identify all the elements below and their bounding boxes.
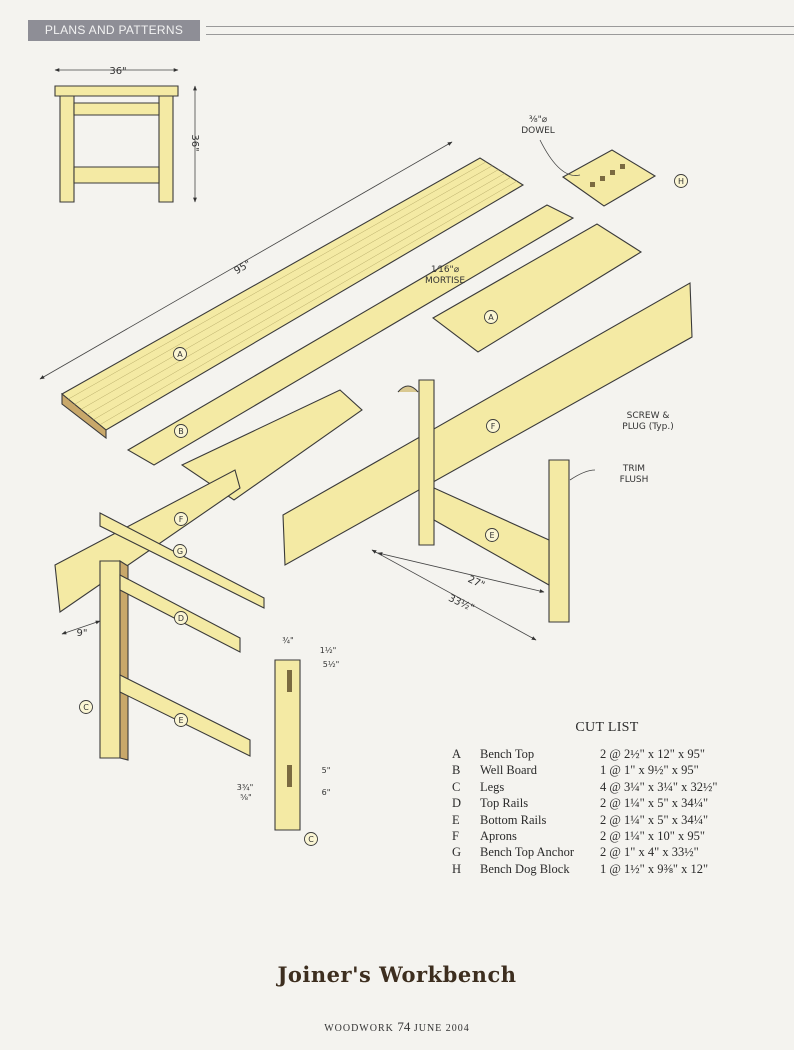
detached-leg (274, 659, 301, 831)
part-label-circle (174, 512, 188, 526)
front-view-top (54, 85, 179, 97)
footer-issue: JUNE 2004 (413, 1023, 470, 1034)
dowel-callout: ⅜"⌀DOWEL (521, 115, 555, 136)
span-label: 27" (466, 574, 486, 591)
dog-block-hole (620, 164, 625, 169)
front-height-label: 36" (189, 134, 200, 151)
left-leg-front (99, 560, 121, 759)
part-label-f: F (491, 422, 496, 431)
trim-flush-callout-line: TRIM (622, 464, 645, 474)
part-label-circle (174, 611, 188, 625)
dog-hole (397, 385, 419, 393)
bench-top-anchor (99, 512, 265, 609)
mortise-callout-line: MORTISE (425, 276, 465, 286)
mortise-top-label: 5" (322, 766, 331, 775)
part-label-a: A (488, 313, 494, 322)
page-footer: WOODWORK 74 JUNE 2004 (0, 1019, 794, 1035)
dog-block-hole (600, 176, 605, 181)
front-width-label: 36" (109, 66, 126, 77)
trim-leader (569, 469, 596, 481)
dog-block-hole (590, 182, 595, 187)
trim-flush-callout-line: FLUSH (620, 475, 649, 485)
dowel-leader (539, 139, 581, 176)
footer-magazine: WOODWORK (324, 1023, 394, 1034)
cut-list-title: CUT LIST (575, 720, 639, 735)
part-label-circle (174, 713, 188, 727)
mortise-callout-line: 1⁄16"⌀ (431, 265, 460, 275)
part-label-b: B (178, 427, 184, 436)
part-label-d: D (178, 614, 184, 623)
part-label-e: E (489, 531, 494, 540)
span-outer-label: 33½" (446, 592, 476, 614)
part-label-circle (173, 544, 187, 558)
span-outer-dimension (371, 549, 537, 641)
length-label: 95" (232, 259, 253, 277)
part-label-g: G (177, 547, 183, 556)
dog-block-hole (610, 170, 615, 175)
screw-plug-callout-line: SCREW & (627, 411, 670, 421)
tenon-top-label: 1½" (320, 646, 337, 655)
mortise-bottom-label: 6" (322, 788, 331, 797)
part-label-circle (486, 419, 500, 433)
tenon-thickness-label: ¾" (282, 636, 293, 645)
part-label-c: C (308, 835, 314, 844)
overhang-dimension (61, 620, 101, 635)
part-label-circle (304, 832, 318, 846)
section-label: PLANS AND PATTERNS (28, 20, 200, 41)
footer-page-number: 74 (397, 1019, 411, 1034)
leg-top-mortise (287, 670, 292, 692)
page-title: Joiner's Workbench (277, 962, 517, 987)
front-view-leg-left (59, 95, 75, 203)
dowel-callout-line: DOWEL (521, 126, 555, 136)
part-label-h: H (678, 177, 684, 186)
part-label-e: E (178, 716, 183, 725)
front-view-bottom-rail (73, 166, 160, 184)
bench-top-grain (99, 180, 517, 426)
mortise-callout: 1⁄16"⌀MORTISE (425, 265, 465, 286)
tenon-length-label: 5½" (323, 660, 340, 669)
bench-top-grain (93, 177, 511, 420)
part-label-circle (485, 528, 499, 542)
screw-plug-callout: SCREW &PLUG (Typ.) (622, 411, 673, 432)
part-label-circle (174, 424, 188, 438)
length-dimension (39, 141, 453, 380)
part-label-f: F (179, 515, 184, 524)
front-view-leg-right (158, 95, 174, 203)
part-label-circle (79, 700, 93, 714)
right-leg-rear (418, 379, 435, 546)
right-leg-front (548, 459, 570, 623)
part-label-c: C (83, 703, 89, 712)
overhang-label: 9" (77, 628, 88, 639)
part-label-circle (173, 347, 187, 361)
front-view-top-rail (73, 102, 160, 116)
bench-dog-block (561, 149, 657, 207)
part-label-a: A (177, 350, 183, 359)
rail-setback-label: ⅝" (240, 793, 251, 802)
dowel-callout-line: ⅜"⌀ (529, 115, 548, 125)
leg-bottom-mortise (287, 765, 292, 787)
rail-end-label: 3¾" (237, 783, 254, 792)
part-label-circle (484, 310, 498, 324)
part-label-circle (674, 174, 688, 188)
header-rule (206, 26, 794, 35)
bench-top-front-end (61, 392, 107, 440)
screw-plug-callout-line: PLUG (Typ.) (622, 422, 673, 432)
